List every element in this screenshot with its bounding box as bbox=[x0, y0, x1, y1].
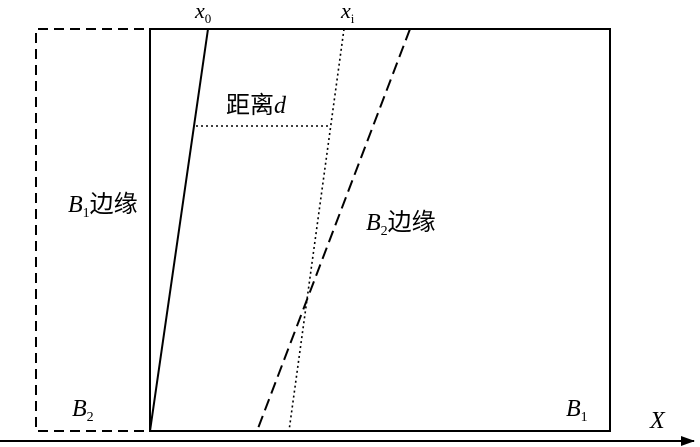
b2-corner-label: B2 bbox=[72, 396, 94, 425]
xi-dotted-line bbox=[288, 28, 345, 432]
xi-label: xi bbox=[340, 0, 355, 26]
b2-frame-dashed bbox=[35, 28, 208, 432]
b1-edge-line bbox=[149, 28, 209, 432]
b1-frame bbox=[149, 28, 611, 432]
x0-label: x0 bbox=[194, 0, 211, 26]
b1-edge-label: B1边缘 bbox=[68, 191, 138, 221]
distance-label: 距离d bbox=[226, 92, 287, 119]
b2-edge-label: B2边缘 bbox=[366, 209, 436, 239]
b1-corner-label: B1 bbox=[566, 396, 588, 425]
x-axis-label: X bbox=[649, 408, 666, 434]
